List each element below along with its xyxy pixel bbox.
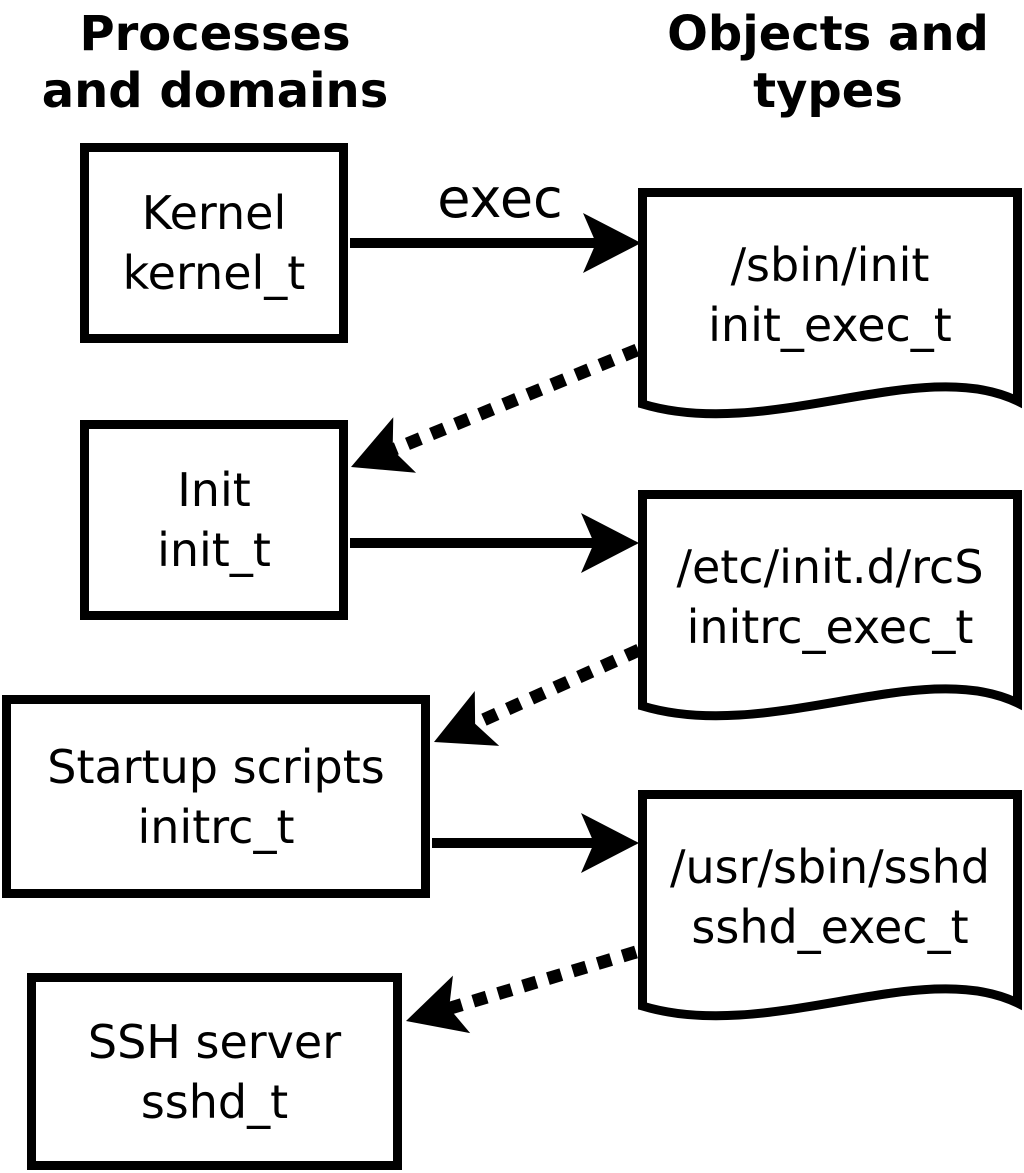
document-shape-icon [638, 490, 1022, 721]
transition-arrow-etc-rcs-to-initrc [421, 644, 642, 770]
domain-name: Startup scripts [47, 739, 385, 794]
document-shape-icon [638, 188, 1022, 419]
sbin-init-object: /sbin/init init_exec_t [638, 188, 1022, 438]
objects-header-line1: Objects and [667, 6, 989, 62]
sshd-domain-box: SSH server sshd_t [27, 973, 402, 1170]
init-domain-box: Init init_t [80, 420, 348, 620]
processes-header-line1: Processes [79, 6, 351, 62]
object-type: initrc_exec_t [686, 599, 974, 654]
domain-name: SSH server [87, 1014, 342, 1069]
processes-header-line2: and domains [41, 63, 389, 119]
domain-type: initrc_t [137, 799, 295, 854]
object-type: sshd_exec_t [691, 899, 969, 954]
transition-arrow-usr-sshd-to-sshd [397, 945, 638, 1050]
initrc-domain-box: Startup scripts initrc_t [2, 695, 430, 898]
transition-arrow-sbin-init-to-init [339, 343, 640, 495]
domain-type: init_t [157, 523, 271, 577]
exec-arrow-label: exec [437, 167, 563, 230]
objects-column-header: Objects and types [628, 6, 1024, 120]
processes-column-header: Processes and domains [15, 6, 415, 120]
object-path: /usr/sbin/sshd [670, 839, 990, 894]
etc-rcs-object: /etc/init.d/rcS initrc_exec_t [638, 490, 1022, 740]
domain-type: sshd_t [140, 1074, 289, 1129]
exec-arrow-init-to-etc-rcs [350, 513, 639, 573]
domain-type: kernel_t [122, 246, 306, 300]
domain-name: Init [177, 463, 251, 517]
kernel-domain-box: Kernel kernel_t [80, 143, 348, 343]
document-shape-icon [638, 790, 1022, 1021]
sbin-init-object-label: /sbin/init init_exec_t [638, 188, 1022, 401]
objects-header-line2: types [753, 63, 903, 119]
object-path: /etc/init.d/rcS [676, 539, 984, 594]
object-path: /sbin/init [730, 237, 930, 292]
usr-sshd-object: /usr/sbin/sshd sshd_exec_t [638, 790, 1022, 1040]
domain-name: Kernel [141, 186, 287, 240]
exec-arrow-initrc-to-usr-sshd [432, 813, 639, 873]
object-type: init_exec_t [708, 297, 952, 352]
usr-sshd-object-label: /usr/sbin/sshd sshd_exec_t [638, 790, 1022, 1003]
etc-rcs-object-label: /etc/init.d/rcS initrc_exec_t [638, 490, 1022, 703]
